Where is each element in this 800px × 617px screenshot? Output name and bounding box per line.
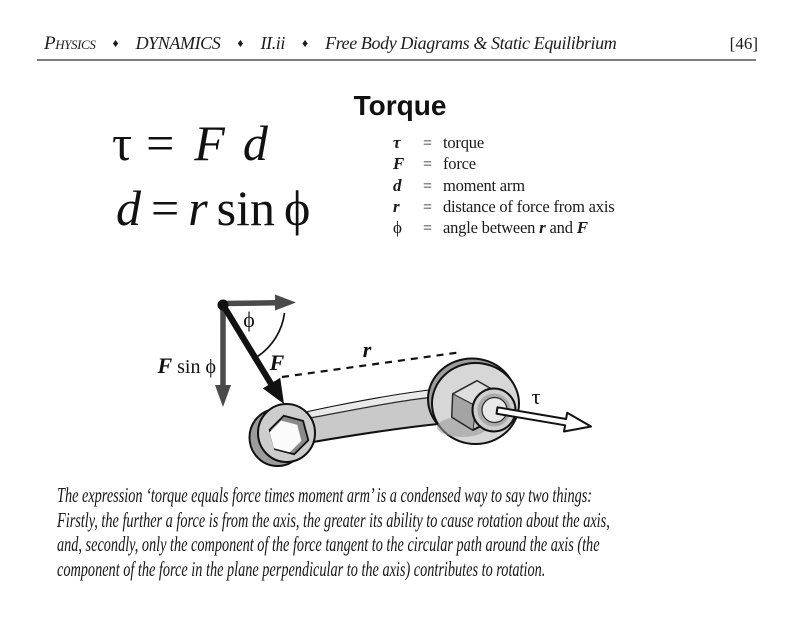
legend-equals: = — [423, 156, 433, 174]
legend-definition: distance of force from axis — [443, 196, 615, 216]
caption-line: Firstly, the further a force is from the… — [57, 507, 610, 532]
legend-definition: force — [443, 154, 476, 174]
symbol-legend: τ = torque F = force d = moment arm r = distance… — [393, 133, 615, 239]
legend-symbol: ϕ — [393, 218, 402, 238]
legend-equals: = — [423, 198, 433, 216]
breadcrumb-topic: Free Body Diagrams & Static Equilibrium — [325, 33, 617, 53]
legend-symbol: τ — [393, 133, 401, 152]
legend-symbol: r — [393, 196, 400, 216]
breadcrumb-subsection: II.ii — [260, 33, 286, 53]
legend-symbol: d — [393, 175, 402, 195]
legend-row: ϕ = angle between r and F — [393, 218, 614, 239]
legend-row: τ = torque — [393, 133, 614, 154]
caption-paragraph: The expression ‘torque equals force time… — [57, 483, 800, 581]
wrench-ring — [248, 403, 316, 467]
radius-variable: r — [539, 218, 546, 238]
moment-arm-variable: d — [242, 115, 268, 171]
sin-phi-text: sin ϕ — [172, 356, 216, 378]
torque-arrow — [495, 406, 592, 433]
breadcrumb-section: DYNAMICS — [135, 33, 221, 53]
radius-label: r — [363, 337, 372, 362]
equals-sign: = — [146, 115, 175, 171]
torque-label: τ — [532, 384, 541, 409]
force-variable: F — [156, 353, 172, 378]
perpendicular-component-arrow — [215, 305, 231, 407]
legend-equals: = — [423, 220, 433, 238]
legend-symbol: F — [393, 154, 405, 174]
legend-row: d = moment arm — [393, 176, 614, 197]
wrench-illustration — [248, 357, 520, 467]
tau-symbol: τ — [112, 115, 133, 171]
legend-definition-text: and — [549, 218, 573, 238]
force-vector-arrow — [220, 303, 284, 404]
legend-definition: torque — [443, 133, 484, 152]
horizontal-ref-arrow — [222, 294, 296, 311]
caption-line: The expression ‘torque equals force time… — [57, 483, 593, 507]
legend-definition-text: angle between — [443, 218, 536, 238]
legend-row: F = force — [393, 154, 614, 175]
sin-function: sin — [216, 180, 276, 236]
legend-equals: = — [423, 135, 433, 152]
caption-line: and, secondly, only the component of the… — [57, 532, 600, 557]
torque-diagram: ϕ F F sin ϕ r τ — [156, 294, 592, 467]
angle-arc — [257, 312, 286, 358]
force-component-label: F sin ϕ — [156, 353, 216, 378]
diamond-separator-icon: ♦ — [112, 36, 119, 50]
phi-symbol: ϕ — [284, 180, 311, 236]
page-number: [46] — [729, 34, 758, 53]
page-header: Physics ♦ DYNAMICS ♦ II.ii ♦ Free Body D… — [44, 33, 617, 55]
legend-definition: angle between r and F — [443, 218, 588, 238]
legend-equals: = — [423, 177, 433, 195]
force-variable: F — [194, 115, 225, 171]
page-title: Torque — [353, 90, 447, 121]
force-variable: F — [576, 218, 588, 238]
force-label: F — [269, 350, 285, 375]
diamond-separator-icon: ♦ — [302, 36, 309, 50]
breadcrumb-subject: Physics — [44, 33, 96, 54]
moment-arm-variable: d — [116, 180, 141, 236]
bolt-face — [471, 387, 517, 433]
phi-label: ϕ — [243, 307, 255, 332]
diamond-separator-icon: ♦ — [237, 36, 244, 50]
legend-definition: moment arm — [443, 175, 525, 195]
caption-line: component of the force in the plane perp… — [57, 556, 546, 581]
radius-variable: r — [188, 180, 208, 236]
header-rule — [37, 59, 756, 61]
wrench-shaft — [307, 389, 439, 443]
legend-row: r = distance of force from axis — [393, 196, 615, 218]
equals-sign: = — [151, 180, 180, 236]
radius-dashed-line — [281, 350, 463, 379]
